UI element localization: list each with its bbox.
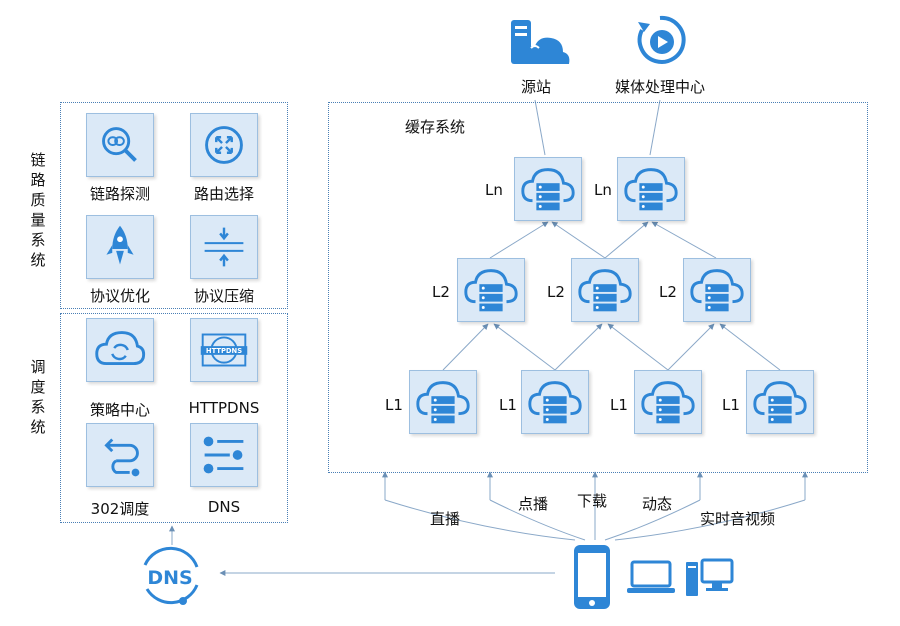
sliders-icon [203,436,244,474]
httpdns-icon: HTTPDNS [200,333,248,367]
cloud-server-icon [624,168,678,211]
ln-label-2: Ln [594,181,612,199]
l2-label-3: L2 [659,283,677,301]
route-select-icon [205,126,243,164]
scheduling-system-title: 调度系统 [30,358,46,436]
cache-node-l1-2 [521,370,589,434]
protocol-compress-tile [190,215,258,279]
service-vod: 点播 [518,495,549,513]
service-dynamic: 动态 [642,495,673,513]
protocol-optimize-label: 协议优化 [89,287,150,305]
l2-label-1: L2 [432,283,450,301]
dns-badge: DNS [133,545,207,607]
scheduling-system-box [60,313,288,523]
dns-tile [190,423,258,487]
cache-node-l1-3 [634,370,702,434]
cache-system-title: 缓存系统 [405,118,466,136]
cloud-server-icon [521,168,575,211]
cache-node-l1-4 [746,370,814,434]
origin-label: 源站 [520,78,551,96]
cache-node-ln-2 [617,157,685,221]
l2-label-2: L2 [547,283,565,301]
cache-node-l1-1 [409,370,477,434]
compress-icon [204,227,244,267]
redirect-302-label: 302调度 [90,500,150,518]
route-select-tile [190,113,258,177]
redirect-icon [104,438,140,477]
policy-center-icon [95,331,146,366]
policy-center-tile [86,318,154,382]
desktop-computer-icon [684,556,734,598]
link-quality-system-box [60,102,288,309]
cache-node-l2-1 [457,258,525,322]
cache-node-l2-3 [683,258,751,322]
cache-node-l2-2 [571,258,639,322]
cloud-server-icon [753,381,807,424]
media-processing-label: 媒体处理中心 [614,78,705,96]
protocol-optimize-tile [86,215,154,279]
media-processing-icon [632,10,688,70]
cloud-server-icon [528,381,582,424]
cache-system-box [328,102,868,473]
origin-server-icon [505,14,573,70]
l1-label-4: L1 [722,396,740,414]
mobile-phone-icon [572,543,612,611]
service-rtc: 实时音视频 [700,510,776,528]
httpdns-label: HTTPDNS [188,399,260,417]
laptop-icon [626,560,676,596]
httpdns-icon-text: HTTPDNS [206,347,242,355]
l1-label-2: L1 [499,396,517,414]
link-quality-system-title: 链路质量系统 [30,151,46,269]
cloud-server-icon [464,269,518,312]
httpdns-tile: HTTPDNS [190,318,258,382]
service-download: 下载 [577,492,608,510]
protocol-compress-label: 协议压缩 [193,287,254,305]
l1-label-3: L1 [610,396,628,414]
cache-node-ln-1 [514,157,582,221]
link-probe-icon [102,127,137,162]
link-probe-label: 链路探测 [89,185,150,203]
cloud-server-icon [690,269,744,312]
link-probe-tile [86,113,154,177]
cloud-server-icon [641,381,695,424]
redirect-302-tile [86,423,154,487]
dns-label: DNS [207,498,241,516]
policy-center-label: 策略中心 [89,401,150,419]
rocket-icon [106,225,134,265]
route-select-label: 路由选择 [193,185,254,203]
cloud-server-icon [578,269,632,312]
l1-label-1: L1 [385,396,403,414]
cloud-server-icon [416,381,470,424]
ln-label-1: Ln [485,181,503,199]
dns-badge-text: DNS [147,567,192,589]
service-live: 直播 [430,510,461,528]
